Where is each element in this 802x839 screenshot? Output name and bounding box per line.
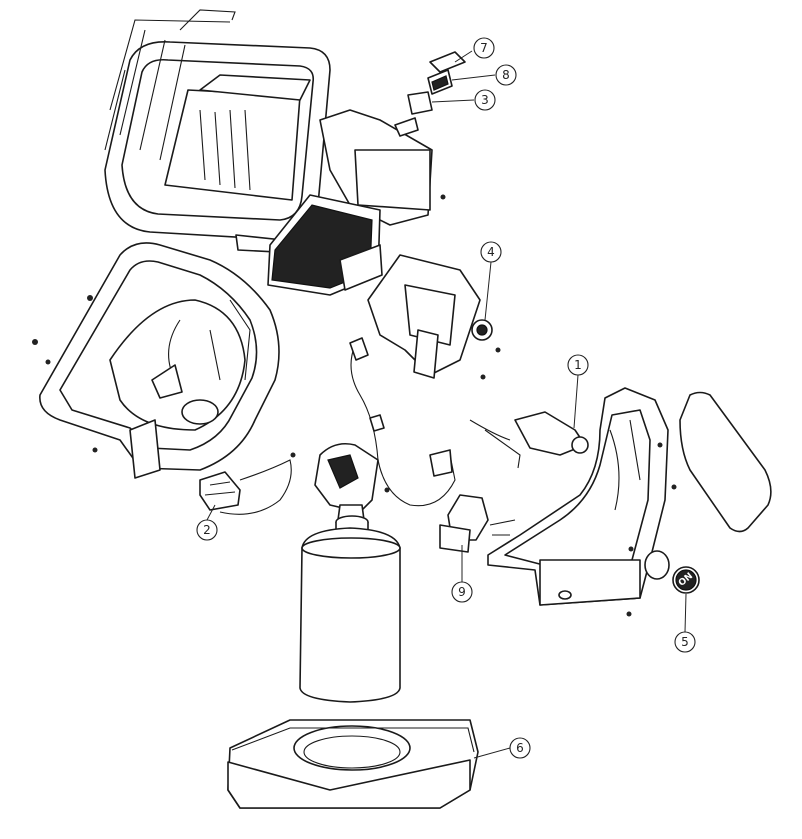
callout-3: 3 <box>474 89 496 111</box>
svg-text:9: 9 <box>458 585 466 599</box>
bypass-valve <box>469 411 589 469</box>
svg-text:1: 1 <box>574 358 582 372</box>
leader-lines <box>206 50 687 759</box>
svg-text:3: 3 <box>481 93 489 107</box>
screws <box>290 194 677 617</box>
callout-6: 6 <box>509 737 531 759</box>
control-valve <box>367 254 481 379</box>
small-fittings <box>394 51 466 137</box>
motor <box>471 319 493 341</box>
svg-text:4: 4 <box>487 245 495 259</box>
callout-7: 7 <box>473 37 495 59</box>
tank-valve-head <box>314 442 379 521</box>
callout-1: 1 <box>567 354 589 376</box>
on-knob: ON <box>672 566 700 594</box>
callout-4: 4 <box>480 241 502 263</box>
filter-panel <box>267 194 383 296</box>
callout-9: 9 <box>451 581 473 603</box>
svg-text:7: 7 <box>480 41 488 55</box>
side-cover-panel <box>679 391 772 533</box>
microswitch-assembly <box>199 471 241 511</box>
resin-tank <box>299 515 401 703</box>
svg-text:2: 2 <box>203 523 211 537</box>
right-housing <box>487 387 670 606</box>
callout-8: 8 <box>495 64 517 86</box>
svg-text:5: 5 <box>681 635 689 649</box>
callout-2: 2 <box>196 519 218 541</box>
left-housing <box>32 242 280 479</box>
base-ring <box>227 719 479 809</box>
solenoid <box>439 494 516 553</box>
callout-5: 5 <box>674 631 696 653</box>
top-cover-assembly <box>104 9 433 256</box>
svg-text:6: 6 <box>516 741 524 755</box>
svg-text:8: 8 <box>502 68 510 82</box>
